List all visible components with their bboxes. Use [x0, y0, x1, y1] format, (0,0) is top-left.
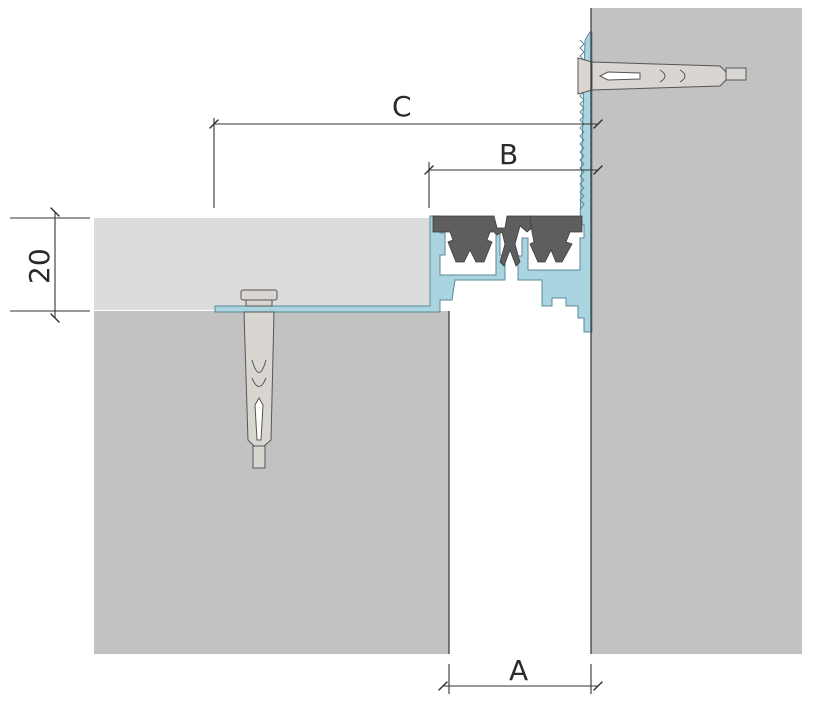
dimension-label-b: B — [499, 138, 518, 171]
dimension-lines — [10, 118, 603, 694]
wall-anchor-bolt — [577, 57, 747, 95]
structure-outlines — [448, 8, 592, 654]
dimension-label-height: 20 — [23, 248, 56, 284]
rubber-insert — [432, 215, 583, 267]
floor-anchor-bolt — [240, 289, 278, 469]
dimension-label-a: A — [509, 654, 528, 687]
right-wall — [591, 8, 802, 654]
dimension-label-c: C — [392, 90, 412, 123]
